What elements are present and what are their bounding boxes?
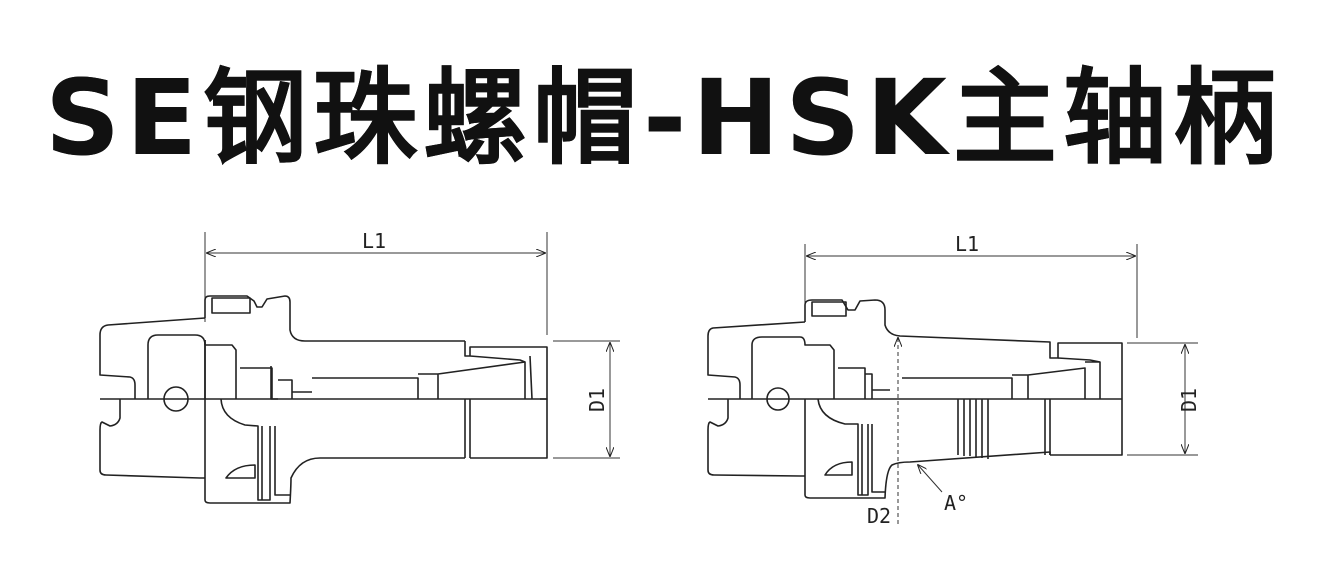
dimension-d2: D2 <box>867 338 898 528</box>
dimension-d1: D1 <box>1127 342 1201 456</box>
label-d2: D2 <box>867 504 891 528</box>
label-d1: D1 <box>585 388 609 412</box>
label-l1: L1 <box>362 229 386 253</box>
label-angle: A° <box>944 491 968 515</box>
label-d1: D1 <box>1177 388 1201 412</box>
dimension-l1: L1 <box>804 232 1138 338</box>
dimension-l1: L1 <box>204 229 548 335</box>
dimension-d1: D1 <box>553 340 620 459</box>
tool-holder-outline <box>99 295 548 504</box>
tool-holder-outline <box>707 299 1123 499</box>
label-l1: L1 <box>955 232 979 256</box>
drawing-tapered: L1 D1 D2 A° <box>707 232 1201 528</box>
drawing-standard: L1 D1 <box>99 229 620 504</box>
page-title: SE钢珠螺帽-HSK主轴柄 <box>45 57 1283 179</box>
dimension-angle: A° <box>918 465 968 515</box>
